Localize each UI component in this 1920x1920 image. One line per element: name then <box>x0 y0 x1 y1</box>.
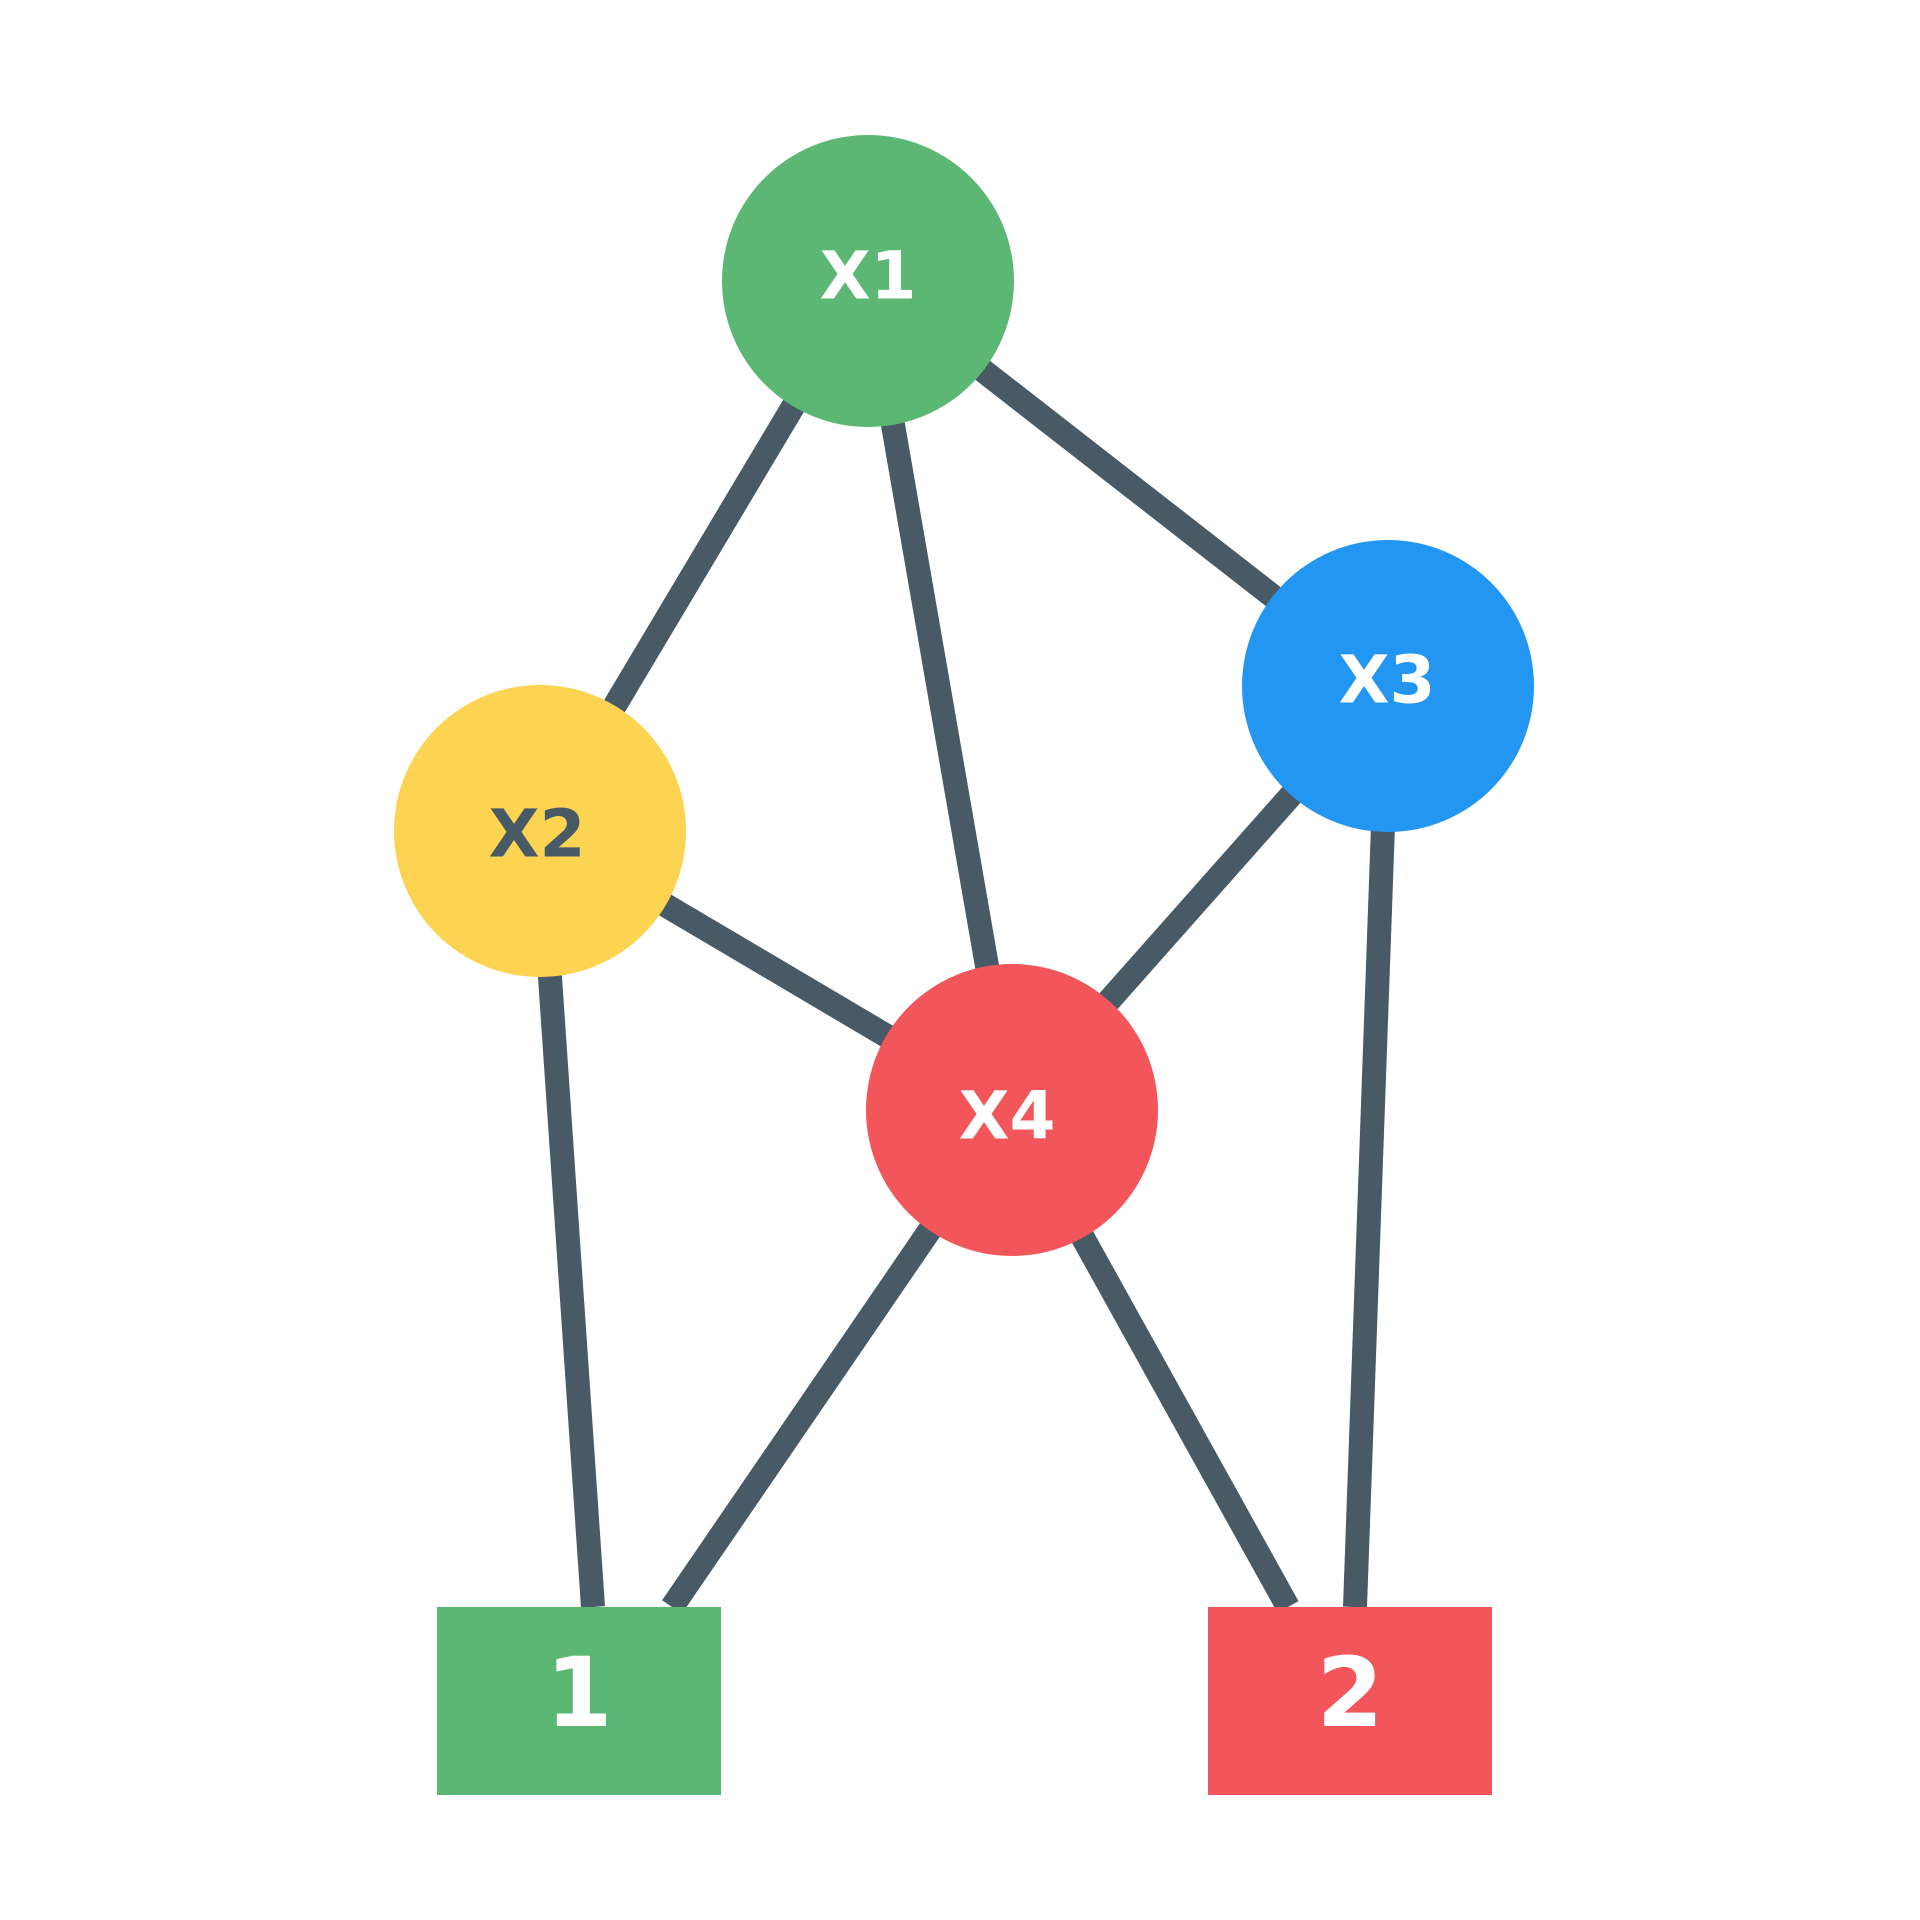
output-box-1-label: 1 <box>546 1637 613 1749</box>
node-x1-label: X1 <box>820 238 917 315</box>
output-box-1: 1 <box>437 1607 721 1795</box>
node-x4-circle <box>866 964 1158 1256</box>
node-x3: X3 <box>1242 540 1534 832</box>
edge-x3-out2 <box>1343 685 1400 1608</box>
output-box-1-rect <box>437 1607 721 1795</box>
node-x1: X1 <box>722 135 1014 427</box>
nodes-layer: X1 X2 X3 X4 1 2 <box>394 135 1534 1795</box>
node-x4-label: X4 <box>959 1078 1056 1155</box>
output-box-2-label: 2 <box>1317 1637 1384 1749</box>
output-box-2-rect <box>1208 1607 1492 1795</box>
node-x3-circle <box>1242 540 1534 832</box>
edges-layer <box>528 271 1400 1614</box>
node-x2: X2 <box>394 685 686 977</box>
node-x2-circle <box>394 685 686 977</box>
node-x1-circle <box>722 135 1014 427</box>
node-x2-label: X2 <box>489 796 586 873</box>
node-x4: X4 <box>866 964 1158 1256</box>
node-x3-label: X3 <box>1339 642 1436 719</box>
output-box-2: 2 <box>1208 1607 1492 1795</box>
